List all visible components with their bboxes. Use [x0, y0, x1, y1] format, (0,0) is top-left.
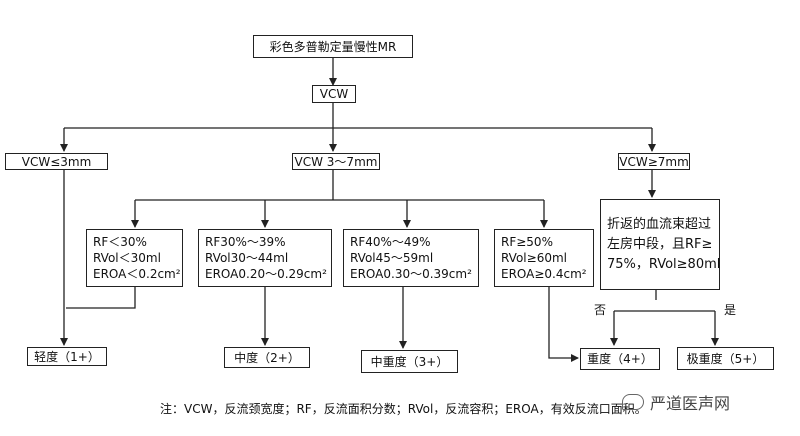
no-label: 否 — [594, 303, 607, 317]
watermark-text: 严道医声网 — [650, 394, 731, 413]
criteria-line: EROA0.20～0.29cm² — [205, 267, 327, 281]
vcw-node: VCW — [312, 85, 356, 103]
criteria-line: RF＜30% — [93, 235, 147, 249]
footnote: 注：VCW，反流颈宽度；RF，反流面积分数；RVol，反流容积；EROA，有效反… — [160, 402, 647, 416]
branch-vcw-severe: VCW≥7mm — [618, 153, 690, 170]
criteria-line: RF30%～39% — [205, 235, 286, 249]
yes-label: 是 — [724, 303, 737, 317]
criteria-line: 75%，RVol≥80ml — [607, 256, 721, 272]
criteria-line: RVol≥60ml — [501, 251, 567, 265]
criteria-line: 折返的血流束超过 — [607, 216, 712, 232]
criteria-line: RVol30～44ml — [205, 251, 289, 265]
criteria-box-severe-flow: 折返的血流束超过 左房中段，且RF≥ 75%，RVol≥80ml — [600, 199, 720, 290]
root-node: 彩色多普勒定量慢性MR — [253, 35, 413, 58]
criteria-box-rf-40-49: RF40%～49% RVol45～59ml EROA0.30～0.39cm² — [343, 229, 479, 287]
grade-4-severe: 重度（4+） — [580, 348, 660, 370]
branch-vcw-mild: VCW≤3mm — [5, 153, 108, 170]
grade-1-mild: 轻度（1+） — [27, 347, 107, 366]
criteria-box-rf-30-39: RF30%～39% RVol30～44ml EROA0.20～0.29cm² — [198, 229, 332, 287]
criteria-box-rf-lt-30: RF＜30% RVol＜30ml EROA＜0.2cm² — [86, 229, 183, 287]
criteria-line: RVol＜30ml — [93, 251, 161, 265]
chat-bubble-icon — [622, 394, 644, 410]
grade-5-very-severe: 极重度（5+） — [677, 347, 774, 370]
criteria-line: RF≥50% — [501, 235, 553, 249]
criteria-line: 左房中段，且RF≥ — [607, 236, 713, 252]
criteria-line: RF40%～49% — [350, 235, 431, 249]
grade-2-moderate: 中度（2+） — [224, 347, 310, 368]
criteria-line: RVol45～59ml — [350, 251, 434, 265]
watermark: 严道医声网 — [622, 390, 730, 414]
branch-vcw-mid: VCW 3～7mm — [292, 153, 380, 170]
criteria-box-rf-ge-50: RF≥50% RVol≥60ml EROA≥0.4cm² — [494, 229, 594, 287]
criteria-line: EROA＜0.2cm² — [93, 267, 181, 281]
criteria-line: EROA≥0.4cm² — [501, 267, 587, 281]
grade-3-moderate-severe: 中重度（3+） — [361, 350, 458, 373]
criteria-line: EROA0.30～0.39cm² — [350, 267, 472, 281]
